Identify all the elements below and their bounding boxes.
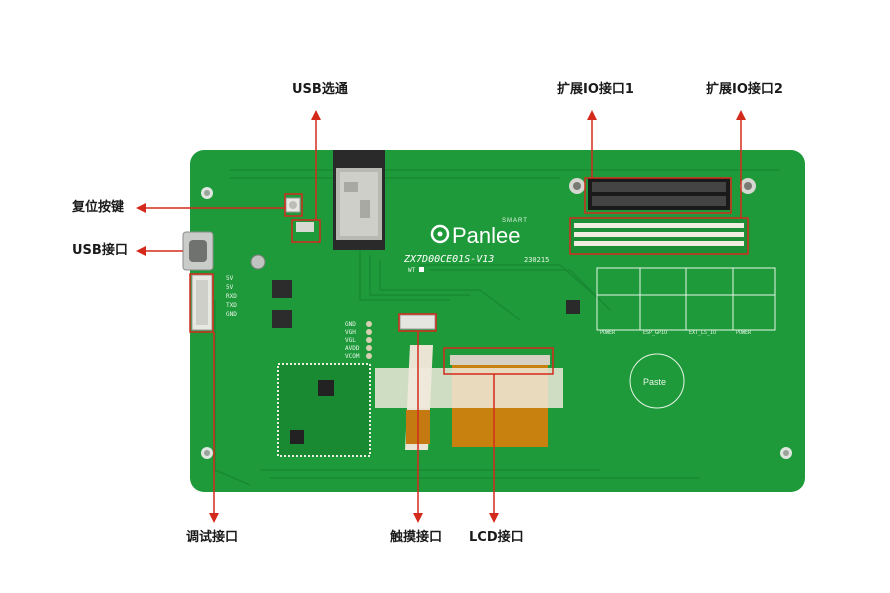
box-reset	[284, 193, 303, 217]
debug-pin-labels: 5V 5V RXD TXD GND	[226, 275, 237, 318]
usb-select-pads	[296, 222, 314, 232]
esp32-module	[333, 150, 385, 250]
box-io-2	[569, 217, 749, 255]
brand-logo: Panlee SMART	[430, 218, 528, 248]
paste-circle	[629, 353, 685, 409]
svg-text:5V: 5V	[226, 284, 234, 291]
regulator-chip	[272, 310, 292, 328]
io-pads-2	[570, 219, 748, 253]
box-debug	[189, 273, 214, 333]
mounting-holes	[201, 178, 792, 459]
svg-text:GND: GND	[345, 321, 356, 328]
label-reset-button: 复位按键	[72, 200, 125, 215]
svg-text:ESP_GPIO: ESP_GPIO	[643, 330, 667, 336]
svg-text:POWER: POWER	[600, 330, 616, 336]
label-expand-io-1: 扩展IO接口1	[557, 82, 634, 97]
svg-text:VCOM: VCOM	[345, 353, 360, 360]
label-lcd-port: LCD接口	[469, 530, 524, 545]
label-usb-select: USB选通	[292, 82, 348, 97]
capacitor	[250, 254, 266, 270]
svg-text:EXT_L5_IO: EXT_L5_IO	[689, 330, 716, 336]
label-usb-port: USB接口	[72, 243, 128, 258]
touch-connector	[399, 314, 436, 330]
label-expand-io-2: 扩展IO接口2	[706, 82, 783, 97]
pin-map-table: POWER ESP_GPIO EXT_L5_IO POWER	[596, 267, 776, 336]
svg-text:TXD: TXD	[226, 302, 237, 309]
board-date-code: 230215	[524, 256, 549, 264]
io-header-1	[588, 178, 730, 210]
box-lcd	[443, 347, 554, 375]
lcd-connector	[450, 355, 550, 365]
debug-header-connector	[191, 274, 213, 331]
regulator-chip	[272, 280, 292, 298]
box-io-1	[584, 177, 732, 214]
label-touch-port: 触摸接口	[390, 530, 443, 545]
svg-text:RXD: RXD	[226, 293, 237, 300]
shield-chip	[290, 430, 304, 444]
small-ic	[566, 300, 580, 314]
svg-text:5V: 5V	[226, 275, 234, 282]
svg-text:VGL: VGL	[345, 337, 356, 344]
usb-c-connector	[182, 231, 214, 271]
svg-text:POWER: POWER	[736, 330, 752, 336]
annotation-arrows	[136, 110, 746, 523]
brand-name: Panlee	[452, 223, 521, 248]
power-test-pins: GND VGH VGL AVDD VCOM	[345, 321, 372, 360]
board-model: ZX7D00CE01S-V13	[403, 254, 494, 265]
board-wt-mark: WT	[408, 267, 416, 274]
svg-text:AVDD: AVDD	[345, 345, 360, 352]
label-debug-port: 调试接口	[186, 530, 239, 545]
svg-text:GND: GND	[226, 311, 237, 318]
brand-tag: SMART	[502, 218, 528, 224]
pcb-traces	[214, 169, 780, 486]
svg-text:VGH: VGH	[345, 329, 356, 336]
box-usb-select	[291, 219, 321, 243]
paste-mark: Paste	[643, 377, 666, 387]
shield-chip	[318, 380, 334, 396]
reset-button-cap	[289, 201, 297, 209]
